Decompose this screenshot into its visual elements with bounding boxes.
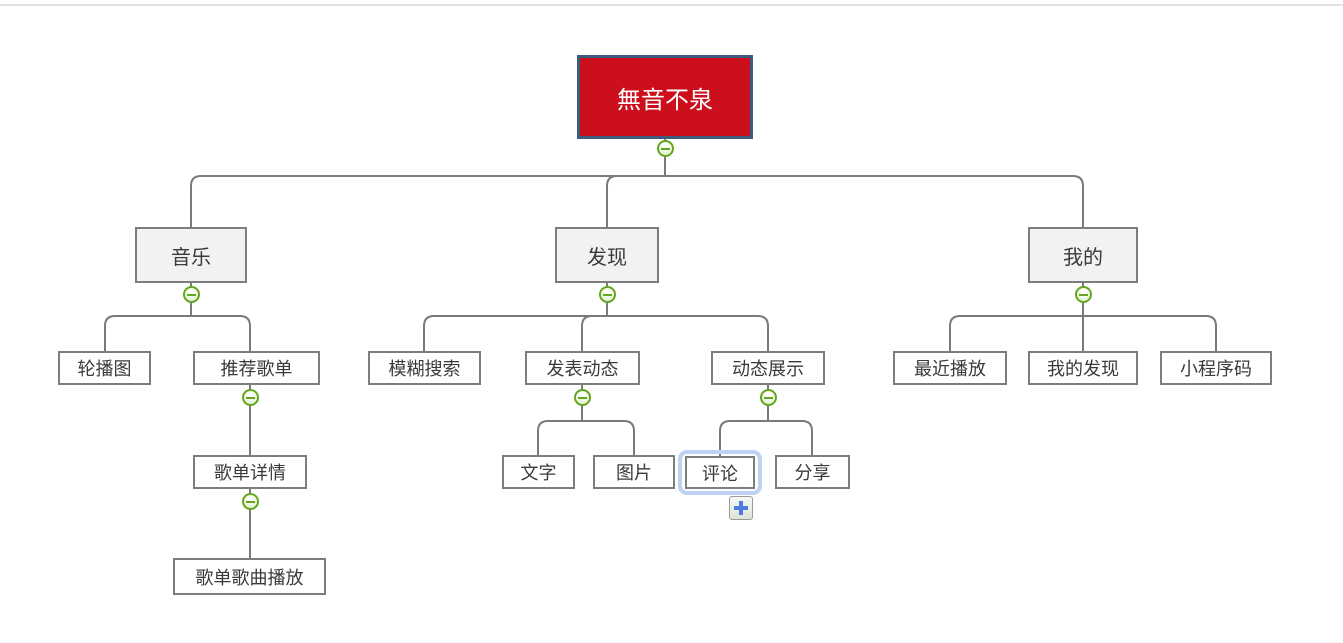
connector-link [1082, 283, 1217, 351]
connector-link [190, 139, 666, 227]
node-label: 图片 [616, 463, 652, 483]
node-playlist-song-playback[interactable]: 歌单歌曲播放 [173, 558, 326, 595]
node-comment[interactable]: 评论 [685, 456, 755, 489]
collapse-icon-post-update[interactable] [574, 389, 591, 406]
node-label: 模糊搜索 [388, 359, 461, 379]
node-label: 最近播放 [914, 359, 986, 379]
node-label: 音乐 [171, 246, 211, 269]
collapse-icon-discover[interactable] [599, 286, 616, 303]
node-share[interactable]: 分享 [775, 455, 850, 489]
node-label: 发表动态 [546, 359, 619, 379]
node-mini-program-code[interactable]: 小程序码 [1160, 351, 1272, 385]
node-my-discoveries[interactable]: 我的发现 [1028, 351, 1138, 385]
node-text[interactable]: 文字 [502, 455, 575, 489]
node-label: 推荐歌单 [220, 359, 293, 379]
selection-highlight [678, 450, 762, 495]
node-root[interactable]: 無音不泉 [577, 55, 753, 139]
connector-link [423, 283, 608, 351]
node-label: 無音不泉 [617, 86, 713, 114]
node-carousel[interactable]: 轮播图 [58, 351, 151, 385]
add-child-button[interactable] [729, 496, 753, 520]
node-music[interactable]: 音乐 [135, 227, 247, 283]
collapse-icon-mine[interactable] [1075, 286, 1092, 303]
collapse-icon-music[interactable] [183, 286, 200, 303]
node-discover[interactable]: 发现 [555, 227, 659, 283]
collapse-icon-recommended[interactable] [242, 389, 259, 406]
node-label: 动态展示 [732, 359, 804, 379]
collapse-icon-feed-display[interactable] [760, 389, 777, 406]
node-label: 文字 [520, 463, 557, 483]
node-feed-display[interactable]: 动态展示 [711, 351, 825, 385]
node-image[interactable]: 图片 [593, 455, 675, 489]
node-post-update[interactable]: 发表动态 [525, 351, 640, 385]
node-label: 我的 [1063, 246, 1103, 269]
node-playlist-detail[interactable]: 歌单详情 [193, 455, 307, 489]
connector-link [767, 385, 813, 455]
node-recommended-playlists[interactable]: 推荐歌单 [193, 351, 320, 385]
collapse-icon-playlist-detail[interactable] [242, 493, 259, 510]
node-fuzzy-search[interactable]: 模糊搜索 [368, 351, 481, 385]
connector-link [719, 385, 769, 456]
collapse-icon-root[interactable] [657, 140, 674, 157]
node-label: 小程序码 [1180, 359, 1252, 379]
plus-icon [739, 501, 743, 515]
connector-link [581, 283, 608, 351]
connector-link [104, 283, 192, 351]
connector-link [606, 139, 666, 227]
node-label: 评论 [702, 463, 738, 484]
node-recent-played[interactable]: 最近播放 [893, 351, 1007, 385]
node-label: 我的发现 [1047, 359, 1119, 379]
node-label: 轮播图 [77, 359, 132, 379]
node-label: 分享 [794, 463, 831, 483]
node-label: 歌单详情 [214, 463, 286, 483]
connector-link [664, 139, 1084, 227]
connector-link [581, 385, 635, 455]
top-divider [0, 4, 1343, 6]
connector-link [606, 283, 769, 351]
connector-link [949, 283, 1084, 351]
node-label: 发现 [587, 246, 627, 269]
connector-link [190, 283, 251, 351]
node-mine[interactable]: 我的 [1028, 227, 1138, 283]
node-label: 歌单歌曲播放 [195, 567, 304, 588]
connector-link [537, 385, 583, 455]
